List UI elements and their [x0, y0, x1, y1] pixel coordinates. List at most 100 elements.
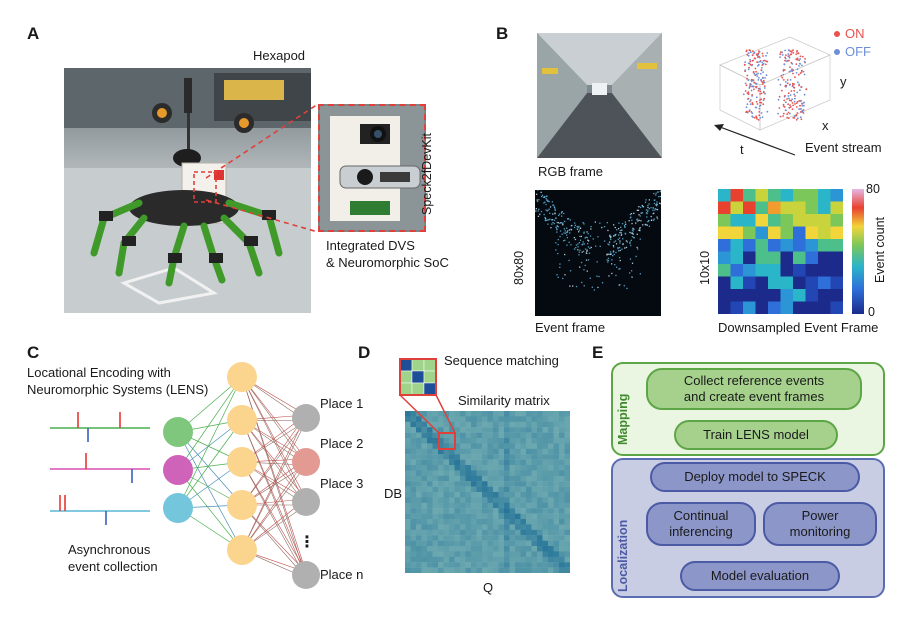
similarity-cell — [498, 556, 505, 563]
event-pixel — [631, 222, 633, 225]
similarity-cell — [460, 492, 466, 498]
similarity-cell — [509, 519, 516, 525]
event-point — [787, 103, 789, 106]
heatmap-cell — [805, 226, 819, 240]
similarity-cell — [564, 502, 570, 509]
event-pixel — [558, 214, 560, 217]
similarity-cell — [509, 438, 516, 444]
heatmap-cell — [818, 226, 831, 240]
event-point — [747, 52, 750, 54]
input-hidden-edge — [177, 431, 243, 551]
heatmap-cell — [730, 301, 744, 314]
event-point — [791, 84, 794, 87]
event-pixel — [640, 220, 642, 222]
similarity-cell — [504, 448, 510, 455]
event-pixel — [655, 192, 657, 194]
event-pixel — [544, 196, 546, 198]
similarity-cell — [432, 529, 439, 536]
event-pixel — [594, 221, 596, 223]
heatmap-cell — [743, 239, 756, 252]
similarity-cell — [421, 551, 428, 557]
similarity-cell — [454, 546, 461, 552]
similarity-cell — [482, 454, 488, 460]
similarity-cell — [482, 421, 488, 428]
similarity-cell — [405, 486, 411, 493]
similarity-cell — [531, 432, 538, 439]
spike-train-green — [50, 412, 150, 442]
similarity-cell — [493, 486, 499, 493]
event-pixel — [556, 221, 558, 224]
event-pixel — [586, 231, 588, 233]
event-point — [792, 51, 795, 54]
similarity-cell — [553, 481, 560, 487]
similarity-cell — [531, 497, 538, 503]
similarity-cell — [564, 421, 570, 428]
similarity-cell — [465, 556, 472, 563]
similarity-cell — [465, 465, 472, 471]
similarity-cell — [410, 535, 417, 541]
similarity-cell — [553, 492, 560, 498]
similarity-cell — [416, 567, 422, 573]
similarity-cell — [460, 486, 466, 493]
similarity-cell — [449, 448, 455, 455]
spike-train-cyan — [50, 495, 150, 525]
event-pixel — [607, 243, 609, 245]
event-point — [753, 57, 756, 60]
rgb-frame-caption: RGB frame — [538, 164, 604, 179]
similarity-cell — [438, 497, 444, 503]
event-pixel — [648, 207, 650, 210]
event-point — [744, 90, 747, 92]
event-point — [784, 59, 786, 62]
event-pixel — [599, 222, 601, 224]
event-pixel — [586, 250, 588, 252]
similarity-cell — [487, 551, 494, 557]
similarity-cell — [443, 470, 450, 476]
event-point — [752, 103, 754, 106]
similarity-cell — [432, 411, 439, 417]
similarity-cell — [509, 465, 516, 471]
heatmap-cell — [755, 201, 769, 215]
event-pixel — [647, 209, 649, 211]
similarity-cell — [548, 502, 554, 509]
similarity-cell — [416, 465, 422, 471]
similarity-cell — [482, 540, 488, 547]
similarity-cell — [427, 535, 433, 541]
event-pixel — [629, 231, 631, 234]
event-point — [787, 95, 790, 97]
similarity-cell — [410, 448, 417, 455]
similarity-cell — [421, 556, 428, 563]
heatmap-cell — [755, 251, 769, 265]
sequence-cell — [423, 382, 436, 395]
event-point — [801, 64, 803, 67]
similarity-cell — [531, 443, 538, 449]
similarity-cell — [460, 454, 466, 460]
similarity-cell — [421, 411, 428, 417]
similarity-cell — [460, 427, 466, 433]
similarity-cell — [526, 427, 532, 433]
event-pixel — [583, 232, 585, 234]
similarity-cell — [564, 486, 570, 493]
similarity-cell — [405, 448, 411, 455]
event-point — [785, 54, 787, 56]
event-pixel — [557, 252, 559, 255]
event-pixel — [537, 215, 540, 217]
event-point — [786, 116, 789, 119]
similarity-cell — [449, 465, 455, 471]
axis-y-label: y — [840, 74, 847, 89]
similarity-cell — [471, 497, 477, 503]
similarity-cell — [553, 508, 560, 514]
heatmap-cell — [718, 189, 731, 202]
similarity-cell — [526, 421, 532, 428]
similarity-cell — [493, 475, 499, 482]
similarity-cell — [537, 492, 543, 498]
similarity-cell — [482, 492, 488, 498]
localization-title: Localization — [616, 519, 630, 592]
similarity-cell — [471, 492, 477, 498]
event-pixel — [555, 242, 557, 244]
model-evaluation-text: Model evaluation — [710, 568, 810, 583]
similarity-cell — [465, 551, 472, 557]
event-point — [795, 118, 798, 121]
event-point — [749, 60, 752, 63]
event-pixel — [552, 219, 554, 221]
event-pixel — [635, 222, 637, 224]
